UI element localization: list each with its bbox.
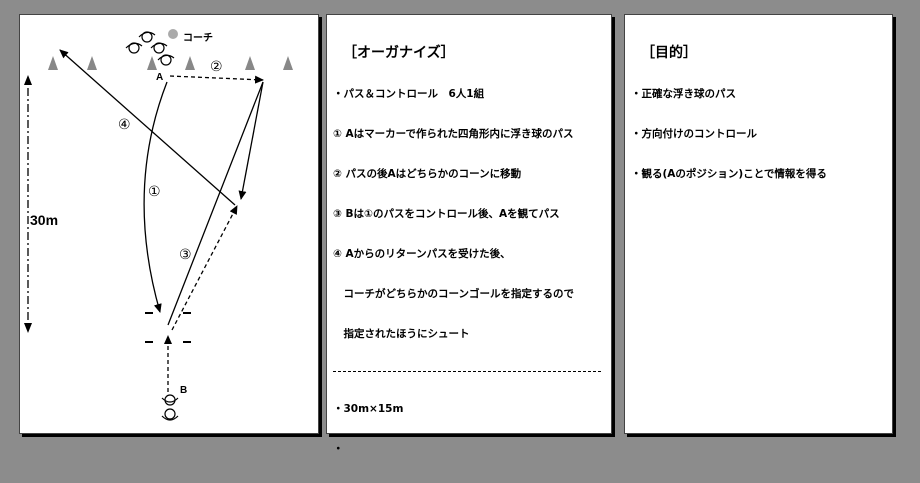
cone-icon	[185, 56, 195, 70]
organize-line: コーチがどちらかのコーンゴールを指定するので	[333, 287, 574, 300]
divider	[333, 371, 601, 373]
step-3-label: ③	[179, 247, 192, 263]
organize-line: ④ Aからのリターンパスを受けた後、	[333, 247, 511, 260]
arrow-up-icon	[24, 75, 32, 85]
drill-diagram: コーチ A B 30m ① ② ③ ④	[24, 29, 293, 421]
cones	[48, 56, 293, 70]
organize-line: ① Aはマーカーで作られた四角形内に浮き球のパス	[333, 128, 574, 141]
organize-line: ② パスの後Aはどちらかのコーンに移動	[333, 167, 522, 180]
coach-icon	[168, 29, 178, 39]
markers	[145, 312, 191, 343]
marker-icon	[145, 312, 153, 314]
objective-panel: ［目的］ ・正確な浮き球のパス ・方向付けのコントロール ・観る(Aのポジション…	[624, 14, 893, 434]
cone-icon	[87, 56, 97, 70]
cone-icon	[245, 56, 255, 70]
marker-icon	[183, 312, 191, 314]
player-a-label: A	[156, 72, 163, 83]
objective-title: ［目的］	[641, 44, 697, 61]
move-2-arrow	[169, 75, 264, 84]
cone-icon	[48, 56, 58, 70]
organize-title: ［オーガナイズ］	[343, 44, 455, 61]
objective-line: ・観る(Aのポジション)ことで情報を得る	[631, 167, 827, 180]
step-4-label: ④	[118, 117, 131, 133]
pass-3-arrow	[171, 205, 238, 331]
step-1-label: ①	[148, 184, 161, 200]
step-2-label: ②	[210, 59, 223, 75]
objective-line: ・方向付けのコントロール	[631, 128, 757, 141]
pass-1-arrow	[143, 81, 168, 313]
cone-icon	[283, 56, 293, 70]
marker-icon	[145, 341, 153, 343]
pass-4-arrow	[59, 49, 236, 206]
coach-label: コーチ	[183, 32, 213, 44]
player-icon	[164, 408, 176, 420]
players-group	[125, 31, 179, 421]
distance-label: 30m	[30, 212, 58, 228]
cone-icon	[147, 56, 157, 70]
field-size: ・30m×15m	[333, 403, 404, 416]
run-arrow	[238, 81, 264, 200]
player-b-label: B	[180, 385, 187, 396]
marker-icon	[183, 341, 191, 343]
objective-line: ・正確な浮き球のパス	[631, 88, 736, 101]
drill-diagram-panel	[19, 14, 319, 434]
player-b-icon	[164, 394, 176, 406]
organize-line: ③ Bは①のパスをコントロール後、Aを観てパス	[333, 207, 560, 220]
organize-panel: ［オーガナイズ］ ・パス＆コントロール 6人1組 ① Aはマーカーで作られた四角…	[326, 14, 612, 455]
organize-line: 指定されたほうにシュート	[333, 327, 470, 340]
arrow-down-icon	[24, 323, 32, 333]
organize-line: ・パス＆コントロール 6人1組	[333, 88, 485, 101]
run-line	[167, 81, 264, 326]
